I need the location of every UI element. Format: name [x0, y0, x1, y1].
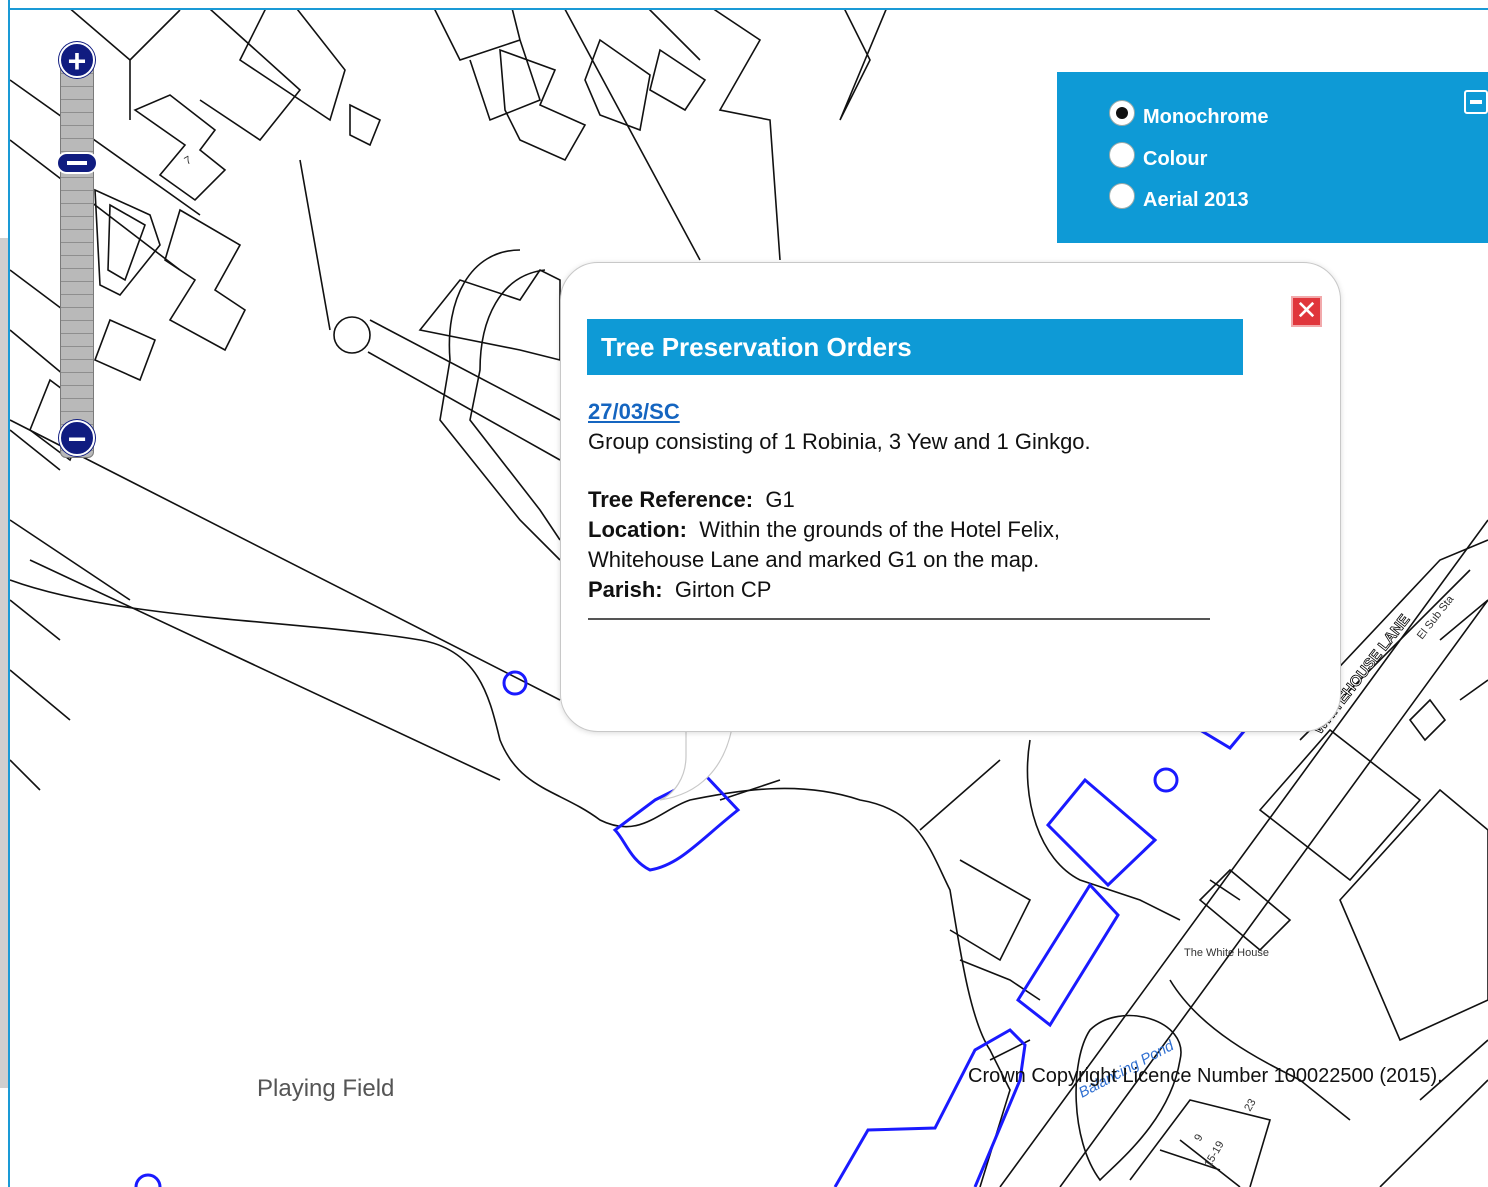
tree-reference-label: Tree Reference:: [588, 487, 754, 512]
radio-monochrome[interactable]: [1109, 99, 1135, 126]
map-label-el-sub-sta: El Sub Sta: [1415, 593, 1457, 642]
radio-colour[interactable]: [1109, 141, 1135, 168]
map-tpo-area: [1199, 728, 1247, 750]
map-label-15-19: 15-19: [1202, 1139, 1226, 1169]
map-building: [1198, 868, 1292, 952]
layer-option-colour[interactable]: Colour: [1109, 141, 1208, 171]
parish-value: Girton CP: [674, 577, 772, 602]
map-building: [164, 208, 247, 352]
location-value: Within the grounds of the Hotel Felix,: [699, 517, 1060, 542]
tree-reference-row: Tree Reference: G1: [588, 485, 1228, 515]
layer-label-monochrome: Monochrome: [1143, 106, 1269, 128]
map-parcel-line: [59, 0, 302, 142]
map-pond: [1075, 1014, 1182, 1182]
map-tpo-point: [134, 1173, 162, 1187]
location-row: Location: Within the grounds of the Hote…: [588, 515, 1228, 545]
location-label: Location:: [588, 517, 687, 542]
map-tpo-point: [502, 670, 528, 696]
map-building: [584, 38, 707, 132]
close-icon: ✕: [1295, 296, 1318, 326]
tpo-reference-link[interactable]: 27/03/SC: [588, 399, 680, 424]
layer-option-aerial[interactable]: Aerial 2013: [1109, 182, 1249, 212]
map-hotel-outline: [439, 249, 561, 561]
zoom-slider-track[interactable]: [60, 60, 94, 458]
tree-reference-value: G1: [765, 487, 795, 512]
map-parcel-line: [429, 0, 541, 122]
map-label-house-7: 7: [183, 154, 194, 167]
map-turning-head: [333, 316, 371, 354]
plus-icon: +: [67, 43, 87, 79]
map-tpo-group-g1: [612, 773, 741, 872]
popup-close-button[interactable]: ✕: [1291, 296, 1322, 327]
map-building: [418, 268, 561, 362]
map-parcel-line: [1129, 1099, 1272, 1187]
map-label-playing-field: Playing Field: [257, 1075, 395, 1102]
map-parcel-line: [559, 0, 891, 261]
popup-tail: [660, 728, 733, 801]
map-frame-top: [0, 0, 1488, 10]
map-tpo-area: [1016, 882, 1120, 1028]
map-house-7: [133, 94, 227, 202]
parish-row: Parish: Girton CP: [588, 575, 1228, 605]
map-tpo-line: [833, 1028, 1027, 1187]
layer-label-aerial: Aerial 2013: [1143, 189, 1249, 211]
layer-label-colour: Colour: [1143, 148, 1208, 170]
map-road-edge: [999, 519, 1488, 1187]
map-parcel-line: [959, 959, 1041, 1061]
minus-icon: −: [67, 421, 87, 457]
copyright-notice: Crown Copyright Licence Number 100022500…: [968, 1065, 1443, 1087]
parish-label: Parish:: [588, 577, 663, 602]
layer-option-monochrome[interactable]: Monochrome: [1109, 99, 1269, 129]
map-label-23: 23: [1242, 1097, 1259, 1114]
map-ground-boundary: [9, 579, 1011, 1187]
popup-body: 27/03/SC Group consisting of 1 Robinia, …: [588, 397, 1228, 605]
map-building: [94, 188, 161, 297]
popup-divider: [588, 618, 1210, 620]
map-label-white-house: The White House: [1184, 947, 1269, 959]
popup-title: Tree Preservation Orders: [587, 319, 1243, 375]
map-building: [349, 103, 382, 147]
zoom-slider-handle[interactable]: [56, 152, 98, 174]
map-building: [93, 318, 157, 382]
map-road-edge: [367, 319, 561, 461]
map-parcel-line: [1026, 739, 1351, 1121]
side-panel-edge: [0, 238, 8, 1088]
map-building: [1258, 728, 1422, 882]
map-building: [1339, 788, 1488, 1042]
zoom-out-button[interactable]: −: [59, 420, 95, 456]
radio-aerial[interactable]: [1109, 182, 1135, 209]
zoom-control: + −: [56, 42, 98, 458]
map-building: [1408, 698, 1447, 742]
location-value-line-2: Whitehouse Lane and marked G1 on the map…: [588, 547, 1040, 572]
tpo-description: Group consisting of 1 Robinia, 3 Yew and…: [588, 429, 1091, 454]
layer-switcher: Monochrome Colour Aerial 2013: [1057, 72, 1488, 243]
minimize-icon[interactable]: [1464, 90, 1488, 114]
map-parcel-line: [238, 0, 346, 122]
map-tpo-area: [1045, 777, 1158, 888]
map-parcel-line: [1379, 599, 1488, 1187]
map-label-9: 9: [1192, 1132, 1205, 1143]
feature-info-popup: ✕ Tree Preservation Orders 27/03/SC Grou…: [560, 262, 1341, 732]
map-parcel-line: [919, 759, 1032, 962]
zoom-in-button[interactable]: +: [59, 42, 95, 78]
map-road-edge: [9, 419, 561, 781]
map-building: [499, 48, 587, 162]
map-tpo-point: [1153, 767, 1179, 793]
